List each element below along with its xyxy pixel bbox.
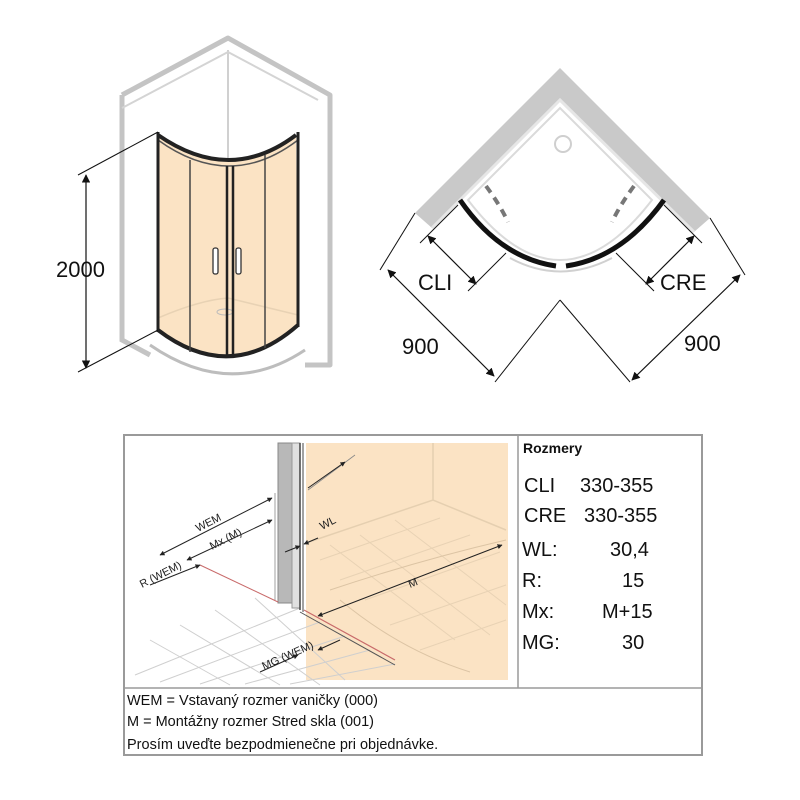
height-dimension-label: 2000 xyxy=(56,257,105,282)
note-line: M = Montážny rozmer Stred skla (001) xyxy=(127,714,374,730)
detail-drawing: WEM Mx (M) R (WEM) WL M MG (WEM) xyxy=(134,442,508,686)
table-title: Rozmery xyxy=(523,440,582,456)
table-row-value: M+15 xyxy=(602,601,653,623)
table-row-key: WL: xyxy=(522,539,558,561)
note-line: Prosím uveďte bezpodmienečne pri objedná… xyxy=(127,737,438,753)
m-label: M xyxy=(407,576,420,591)
table-row-value: 330-355 xyxy=(584,505,657,527)
cre-label: CRE xyxy=(660,270,706,295)
table-row-key: CLI xyxy=(524,475,555,497)
dimensions-table: Rozmery CLI 330-355 CRE 330-355 WL: 30,4… xyxy=(522,440,657,654)
table-row-key: Mx: xyxy=(522,601,554,623)
table-row-value: 15 xyxy=(622,570,644,592)
table-row-value: 30,4 xyxy=(610,539,649,561)
note-line: WEM = Vstavaný rozmer vaničky (000) xyxy=(127,693,378,709)
table-row-key: MG: xyxy=(522,632,560,654)
cli-label: CLI xyxy=(418,270,452,295)
table-row-key: R: xyxy=(522,570,542,592)
width-dimension-right: 900 xyxy=(684,331,721,356)
table-row-value: 330-355 xyxy=(580,475,653,497)
detail-panel: WEM Mx (M) R (WEM) WL M MG (WEM) Rozmery… xyxy=(123,434,703,756)
top-view: CLI CRE 900 900 xyxy=(379,68,746,383)
notes: WEM = Vstavaný rozmer vaničky (000) M = … xyxy=(127,693,438,753)
width-dimension-left: 900 xyxy=(402,334,439,359)
table-row-value: 30 xyxy=(622,632,644,654)
iso-view: 2000 xyxy=(56,35,333,376)
table-row-key: CRE xyxy=(524,505,566,527)
